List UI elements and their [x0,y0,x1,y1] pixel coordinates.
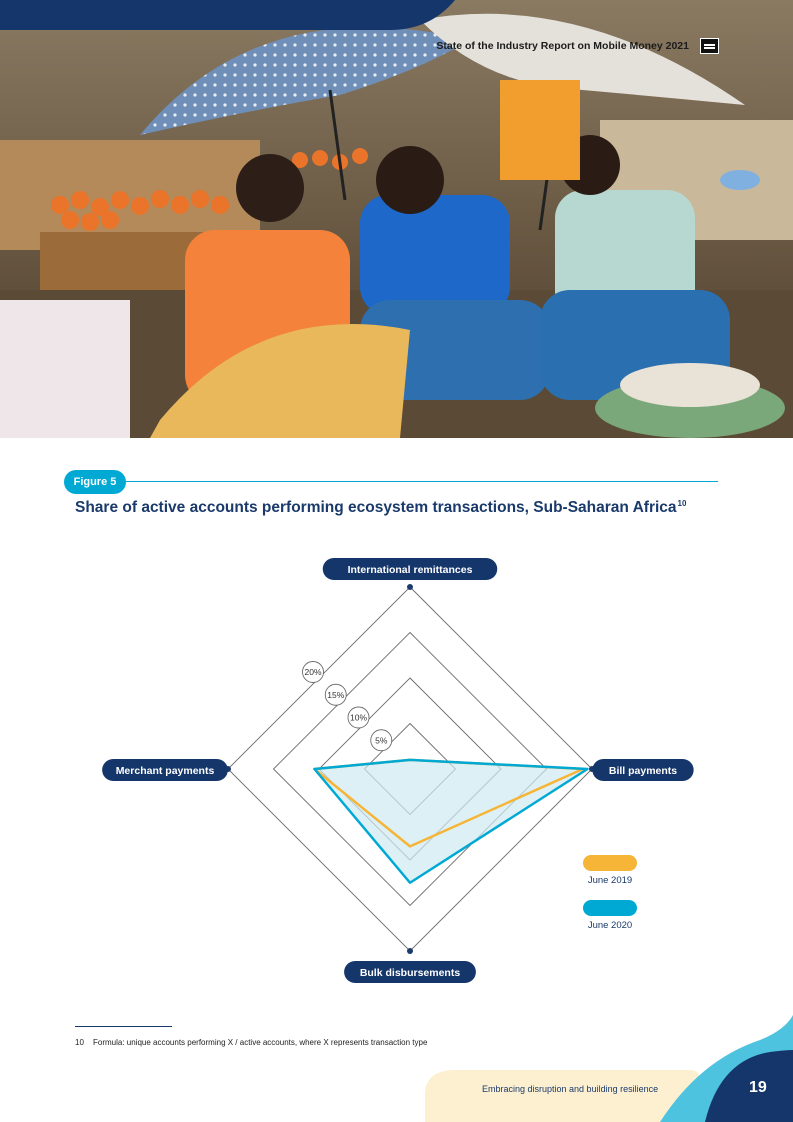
axis-end-dot-2 [407,948,413,954]
footnote-rule [75,1026,172,1027]
radar-chart: 5% 10% 15% 20% International remittancesBil… [102,558,694,983]
report-title: State of the Industry Report on Mobile M… [436,40,689,52]
grid-ring-15 [272,631,548,907]
gsma-logo-icon [700,38,719,54]
radar-series-layer [313,758,589,884]
series-line-june-2020 [313,758,589,884]
chart-title-text: Share of active accounts performing ecos… [75,499,677,516]
axis-label-2: Bulk disbursements [360,967,461,979]
ring-label-15: 15% [327,690,344,700]
radar-ring-labels: 5% 10% 15% 20% [302,661,393,752]
ring-label-20: 20% [304,667,321,677]
footnote: 10 Formula: unique accounts performing X … [75,1038,427,1047]
legend-swatch-june-2020 [583,900,637,916]
axis-pill-1 [592,759,694,781]
axis-label-3: Merchant payments [116,765,215,777]
footnote-text: Formula: unique accounts performing X / … [93,1038,428,1047]
series-fill-june-2020 [314,759,588,883]
ring-label-bubble-20 [302,661,324,683]
axis-end-dot-0 [407,584,413,590]
axis-label-0: International remittances [348,564,473,576]
ring-label-bubble-5 [370,729,393,752]
ring-label-5: 5% [375,735,388,745]
ring-label-10: 10% [350,713,367,723]
ring-label-bubble-10 [347,706,370,729]
axis-pill-0 [322,558,498,580]
legend-item-june-2020: June 2020 [580,900,640,931]
chart-title: Share of active accounts performing ecos… [75,499,686,517]
legend-label-june-2019: June 2019 [587,875,633,886]
legend-item-june-2019: June 2019 [580,855,640,886]
legend-label-june-2020: June 2020 [587,920,633,931]
axis-pill-3 [102,759,228,781]
chart-legend: June 2019 June 2020 [580,855,640,945]
footer-decoration [425,1015,793,1122]
page-number: 19 [749,1079,767,1096]
figure-label: Figure 5 [64,470,126,494]
footnote-number: 10 [75,1038,84,1047]
footnote-ref: 10 [677,499,687,508]
axis-label-1: Bill payments [609,765,677,777]
footer-section-title: Embracing disruption and building resili… [482,1084,659,1094]
figure-rule [124,481,718,482]
ring-label-bubble-15 [324,683,347,706]
axis-pill-2 [344,961,476,983]
header-photo: State of the Industry Report on Mobile M… [0,0,793,438]
legend-swatch-june-2019 [583,855,637,871]
